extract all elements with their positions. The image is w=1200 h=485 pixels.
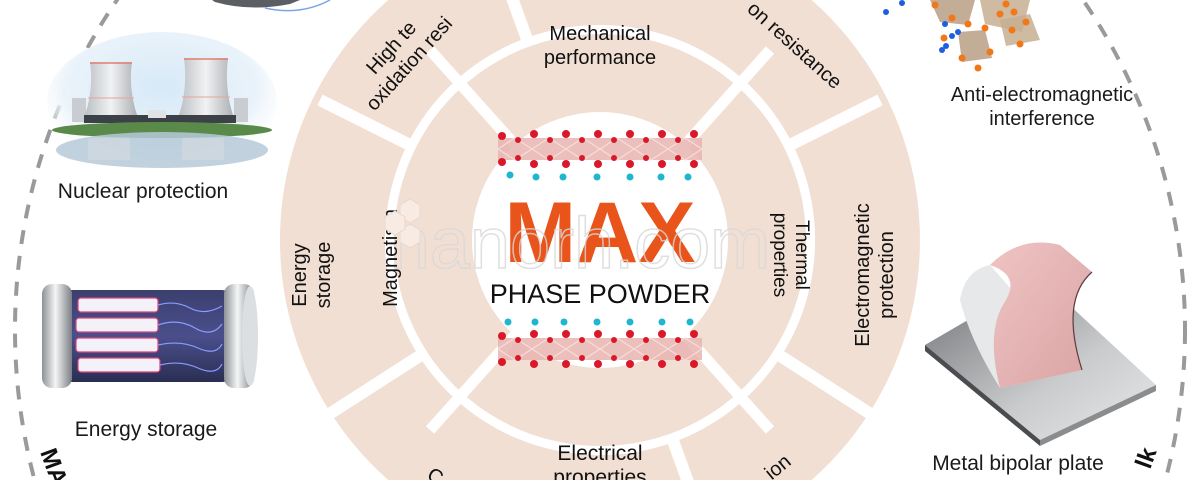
app-label-anti-emi-1: Anti-electromagnetic <box>951 84 1133 106</box>
app-label-energy-storage: Energy storage <box>75 418 217 441</box>
outer-label-energy-storage-2: storage <box>313 242 335 309</box>
outer-dashed-circle <box>13 0 1187 485</box>
inner-label-mechanical-2: performance <box>544 47 656 69</box>
anti-emi-crystal-illustration <box>883 0 1040 72</box>
metal-bipolar-plate-illustration <box>925 242 1156 446</box>
outer-label-em-protection-2: protection <box>876 231 898 319</box>
battery-illustration <box>42 284 258 388</box>
outer-arc-text-left: MA <box>34 445 72 480</box>
outer-label-energy-storage-1: Energy <box>289 243 311 306</box>
hexagon-pattern <box>384 198 421 249</box>
app-label-nuclear-protection: Nuclear protection <box>58 180 228 203</box>
inner-label-electrical-2: properties <box>553 466 646 480</box>
outer-label-em-protection-1: Electromagnetic <box>852 203 874 346</box>
crystal-structure-top <box>497 130 703 181</box>
crystal-structure-bottom <box>497 318 703 368</box>
outer-arc-text-right: lk <box>1130 443 1162 472</box>
max-title: MAX <box>504 185 695 281</box>
aircraft-illustration <box>212 0 331 12</box>
inner-label-mechanical-1: Mechanical <box>549 23 650 45</box>
nuclear-plant-illustration <box>47 32 277 172</box>
phase-powder-subtitle: PHASE POWDER <box>490 279 711 309</box>
inner-label-thermal-2: properties <box>769 213 790 298</box>
inner-label-electrical-1: Electrical <box>557 442 642 465</box>
inner-label-thermal-1: Thermal <box>791 220 812 290</box>
app-label-anti-emi-2: interference <box>989 108 1095 130</box>
app-label-metal-bipolar-plate: Metal bipolar plate <box>932 452 1104 475</box>
watermark: nanorh.com <box>390 204 770 284</box>
